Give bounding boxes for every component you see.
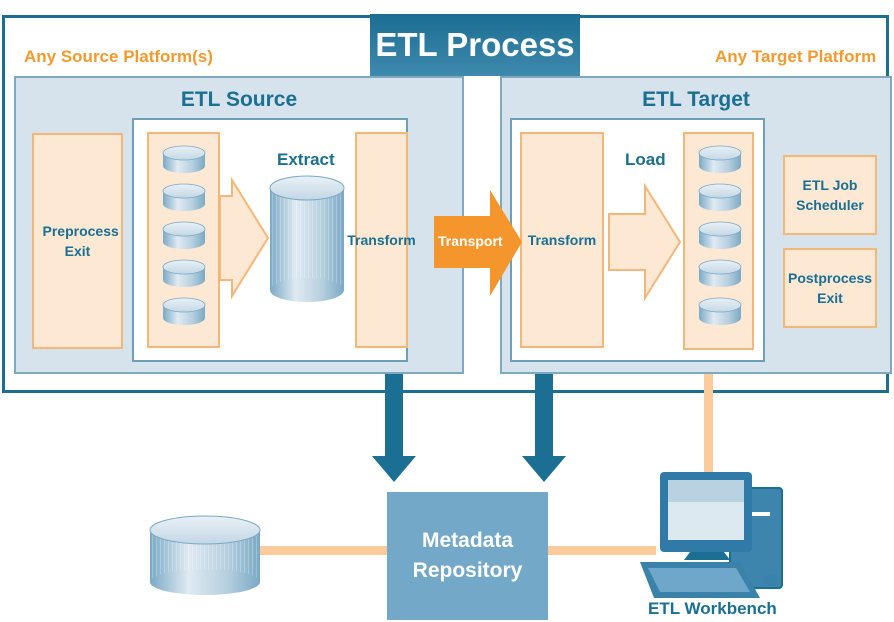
db-to-metadata-line [250, 546, 390, 555]
extract-flow-arrow [219, 176, 270, 300]
disk-icon [162, 183, 206, 211]
workstation-computer-icon [640, 472, 783, 598]
postprocess-exit-box: Postprocess Exit [783, 248, 877, 328]
disk-icon [698, 183, 742, 211]
postprocess-exit-label: Postprocess Exit [788, 270, 873, 306]
metadata-store-database-icon [149, 515, 261, 595]
target-transform-box: Transform [520, 132, 604, 348]
target-platform-label: Any Target Platform [715, 47, 877, 66]
disk-icon [698, 145, 742, 173]
disk-icon [698, 297, 742, 325]
source-to-metadata-arrow [372, 360, 416, 482]
target-to-workbench-line [704, 372, 713, 482]
etl-target-title: ETL Target [642, 88, 750, 111]
workbench-label: ETL Workbench [648, 599, 777, 618]
target-disk-stack [698, 145, 742, 325]
disk-icon [162, 145, 206, 173]
page-title: ETL Process [370, 14, 580, 76]
disk-icon [162, 259, 206, 287]
metadata-to-workbench-line [546, 546, 656, 555]
preprocess-exit-label: Preprocess Exit [42, 223, 119, 259]
disk-icon [162, 221, 206, 249]
metadata-repository-box: Metadata Repository [387, 492, 548, 620]
preprocess-exit-box: Preprocess Exit [32, 133, 123, 349]
load-flow-arrow [608, 182, 682, 302]
job-scheduler-box: ETL Job Scheduler [783, 155, 877, 235]
target-to-metadata-arrow [522, 360, 566, 482]
transport-arrow [434, 190, 522, 296]
source-platform-label: Any Source Platform(s) [24, 47, 213, 66]
source-transform-label: Transform [347, 232, 416, 248]
load-label: Load [625, 150, 666, 169]
source-transform-box: Transform [347, 132, 416, 348]
metadata-repository-label: Metadata Repository [412, 529, 523, 582]
extract-database-icon [269, 175, 345, 302]
transport-label: Transport [438, 233, 503, 249]
disk-icon [698, 259, 742, 287]
extract-label: Extract [277, 150, 335, 169]
disk-icon [162, 297, 206, 325]
etl-source-title: ETL Source [180, 88, 298, 111]
disk-icon [698, 221, 742, 249]
source-disk-stack [162, 145, 206, 325]
job-scheduler-label: ETL Job Scheduler [796, 177, 864, 213]
target-transform-label: Transform [527, 232, 597, 248]
